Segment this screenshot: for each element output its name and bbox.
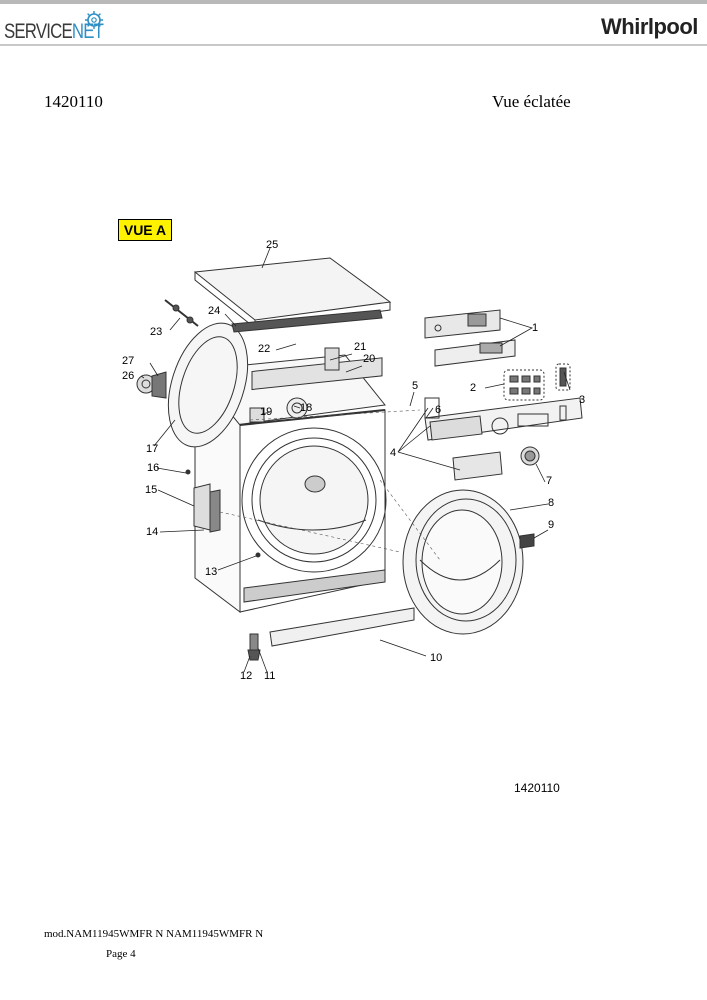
gear-icon bbox=[85, 11, 103, 29]
header-top-rule bbox=[0, 0, 707, 4]
diagram-reference-code: 1420110 bbox=[514, 781, 560, 795]
callout-label-6: 6 bbox=[435, 404, 441, 416]
callout-label-27: 27 bbox=[122, 355, 134, 367]
footer-model-number: mod.NAM11945WMFR N NAM11945WMFR N bbox=[44, 928, 264, 940]
document-number: 1420110 bbox=[44, 92, 103, 111]
view-label-badge: VUE A bbox=[118, 219, 172, 241]
callout-label-13: 13 bbox=[205, 566, 217, 578]
leader-lines bbox=[140, 247, 571, 673]
callout-label-9: 9 bbox=[548, 519, 554, 531]
header-divider bbox=[0, 44, 707, 46]
top-panel bbox=[193, 257, 392, 330]
callout-label-26: 26 bbox=[122, 370, 134, 382]
callout-labels: 1234567891011121314151617181920212223242… bbox=[122, 239, 585, 682]
callout-label-18: 18 bbox=[300, 402, 312, 414]
callout-label-25: 25 bbox=[266, 239, 278, 251]
control-board bbox=[424, 309, 516, 367]
footer-page-number: Page 4 bbox=[106, 948, 136, 960]
servicenet-logo: SERVICENET bbox=[4, 20, 104, 43]
callout-label-14: 14 bbox=[146, 526, 158, 538]
door bbox=[402, 489, 535, 635]
callout-label-2: 2 bbox=[470, 382, 476, 394]
pump-filter bbox=[136, 371, 167, 399]
callout-label-19: 19 bbox=[260, 406, 272, 418]
spring-assembly bbox=[164, 299, 199, 327]
document-title: Vue éclatée bbox=[492, 92, 571, 111]
seal-strip bbox=[231, 309, 383, 333]
door-lock bbox=[185, 469, 261, 558]
door-boot bbox=[167, 322, 249, 448]
front-control-panel bbox=[424, 397, 583, 481]
callout-label-7: 7 bbox=[546, 475, 552, 487]
callout-label-15: 15 bbox=[145, 484, 157, 496]
callout-label-22: 22 bbox=[258, 343, 270, 355]
callout-label-8: 8 bbox=[548, 497, 554, 509]
button-block bbox=[503, 363, 571, 401]
plinth bbox=[269, 607, 415, 647]
callout-label-5: 5 bbox=[412, 380, 418, 392]
callout-label-4: 4 bbox=[390, 447, 396, 459]
whirlpool-logo: Whirlpool bbox=[601, 14, 698, 39]
program-knob bbox=[520, 446, 540, 466]
callout-label-3: 3 bbox=[579, 394, 585, 406]
callout-label-16: 16 bbox=[147, 462, 159, 474]
callout-label-24: 24 bbox=[208, 305, 220, 317]
callout-label-10: 10 bbox=[430, 652, 442, 664]
callout-label-11: 11 bbox=[264, 670, 275, 682]
assembly-guides bbox=[219, 409, 441, 561]
callout-label-1: 1 bbox=[532, 322, 538, 334]
callout-label-20: 20 bbox=[363, 353, 375, 365]
callout-label-23: 23 bbox=[150, 326, 162, 338]
callout-label-21: 21 bbox=[354, 341, 366, 353]
adjustable-foot bbox=[247, 633, 261, 661]
callout-label-17: 17 bbox=[146, 443, 158, 455]
callout-label-12: 12 bbox=[240, 670, 252, 682]
